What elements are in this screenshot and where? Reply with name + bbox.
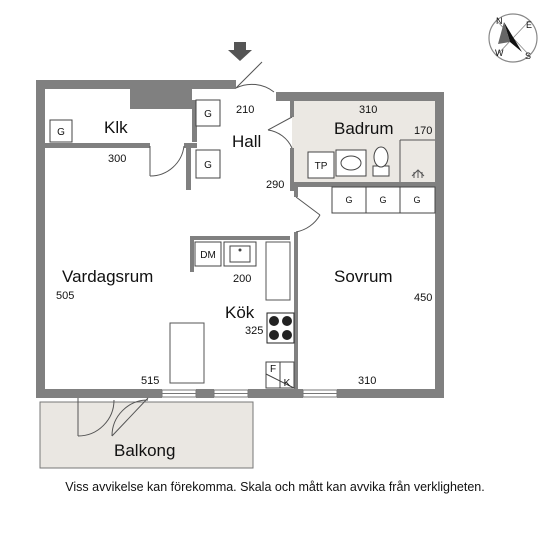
dim-sovrum-bottom: 310	[358, 375, 376, 387]
windows	[161, 389, 338, 398]
dim-vardagsrum-left: 505	[56, 290, 74, 302]
klk-wardrobe	[49, 119, 73, 143]
dim-badrum-side: 170	[414, 125, 432, 137]
balkong-floor	[39, 401, 254, 469]
washbasin-bowl-icon	[340, 155, 362, 171]
dim-kok-right: 325	[245, 325, 263, 337]
entrance-arrow-icon	[228, 42, 252, 61]
room-label-balkong: Balkong	[114, 441, 175, 460]
shower-area	[399, 139, 435, 182]
room-label-hall: Hall	[232, 132, 261, 151]
dishwasher	[194, 241, 222, 267]
room-label-kok: Kök	[225, 303, 255, 322]
svg-text:E: E	[526, 20, 532, 30]
towel-dryer	[307, 151, 335, 179]
dim-kok-top: 200	[233, 273, 251, 285]
klk-door	[149, 145, 185, 177]
shower-head-icon	[411, 169, 425, 178]
entrance-door	[235, 61, 275, 93]
badrum-door	[267, 116, 293, 149]
interior-walls	[45, 89, 435, 389]
compass-icon: N E W S	[488, 13, 538, 63]
svg-text:N: N	[496, 16, 503, 26]
hall-wardrobe-upper	[195, 99, 221, 127]
fridge-label: K	[284, 378, 291, 389]
dim-klk-bottom: 300	[108, 153, 126, 165]
sovrum-wardrobes: G G G	[331, 186, 436, 214]
room-label-sovrum: Sovrum	[334, 267, 393, 286]
fridge	[279, 361, 295, 389]
balkong-door	[77, 397, 149, 437]
towel-dryer-label: TP	[315, 161, 328, 172]
dim-vardagsrum-bottom: 515	[141, 375, 159, 387]
klk-wardrobe-label: G	[57, 127, 65, 138]
freezer-label: F	[270, 364, 276, 375]
kitchen-counter	[265, 241, 291, 301]
sovrum-door	[295, 196, 321, 233]
disclaimer-text: Viss avvikelse kan förekomma. Skala och …	[65, 480, 485, 494]
svg-text:G: G	[345, 195, 352, 205]
hall-wardrobe-upper-label: G	[204, 109, 212, 120]
dim-sovrum-right: 450	[414, 292, 432, 304]
room-label-vardagsrum: Vardagsrum	[62, 267, 153, 286]
toilet-icon	[372, 146, 390, 177]
dim-hall-right: 290	[266, 179, 284, 191]
dishwasher-label: DM	[200, 250, 216, 261]
dim-hall-top: 210	[236, 104, 254, 116]
svg-text:S: S	[525, 51, 531, 61]
svg-text:G: G	[379, 195, 386, 205]
dining-table	[169, 322, 205, 384]
hall-wardrobe-lower-label: G	[204, 160, 212, 171]
stove-burners-icon	[269, 316, 292, 340]
outer-walls	[36, 80, 444, 398]
room-label-klk: Klk	[104, 118, 128, 137]
room-label-badrum: Badrum	[334, 119, 394, 138]
svg-text:W: W	[495, 48, 504, 58]
hall-wardrobe-lower	[195, 149, 221, 179]
sink-basin-icon	[229, 245, 251, 263]
dim-badrum-top: 310	[359, 104, 377, 116]
svg-text:G: G	[413, 195, 420, 205]
